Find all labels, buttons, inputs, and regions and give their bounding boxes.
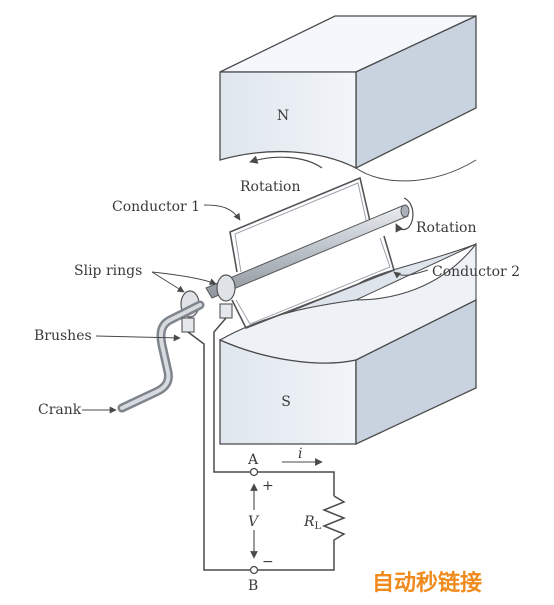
slip-rings-label: Slip rings bbox=[74, 263, 142, 279]
north-magnet-front-face bbox=[219, 71, 357, 170]
rotor-shaft bbox=[180, 204, 410, 318]
load-resistor-r: R bbox=[303, 514, 315, 530]
terminal-a-label: A bbox=[247, 452, 259, 468]
rotation-top-arrow bbox=[249, 155, 323, 169]
leader-lines bbox=[82, 204, 429, 414]
south-pole-label: S bbox=[281, 394, 291, 410]
voltage-label: V bbox=[248, 514, 260, 530]
crank-arm-highlight bbox=[120, 303, 202, 410]
leader-slip-ring-1 bbox=[151, 271, 185, 293]
rotation-top-label: Rotation bbox=[240, 179, 301, 195]
conductor-1-wire-inner bbox=[234, 182, 369, 273]
slip-ring-1 bbox=[216, 274, 236, 302]
north-pole-curve bbox=[355, 159, 477, 182]
plus-sign: + bbox=[262, 478, 274, 494]
conductor-1-label: Conductor 1 bbox=[112, 199, 200, 215]
conductor-2-wire bbox=[231, 235, 395, 330]
external-circuit bbox=[187, 317, 347, 571]
armature-coil bbox=[229, 176, 395, 330]
crank bbox=[117, 300, 205, 413]
leader-conductor-2 bbox=[393, 269, 429, 279]
conductor-2-wire-inner bbox=[235, 237, 391, 325]
north-pole-label: N bbox=[277, 108, 289, 124]
brushes-label: Brushes bbox=[34, 328, 92, 344]
conductor-1-wire bbox=[229, 176, 373, 273]
terminal-b-label: B bbox=[248, 578, 258, 594]
load-resistor-label: RL bbox=[303, 514, 322, 532]
shaft-end bbox=[400, 204, 410, 218]
shaft-body bbox=[205, 205, 409, 299]
conductor-2-label: Conductor 2 bbox=[432, 264, 520, 280]
crank-label: Crank bbox=[38, 402, 82, 418]
load-resistor bbox=[254, 495, 347, 571]
terminal-a-node bbox=[249, 467, 259, 477]
leader-brushes bbox=[95, 334, 181, 342]
south-magnet-side-face bbox=[355, 298, 477, 446]
minus-sign: − bbox=[262, 554, 274, 570]
current-label: i bbox=[298, 446, 302, 462]
wire-b bbox=[187, 331, 254, 571]
brush-2 bbox=[219, 303, 233, 319]
load-resistor-subscript: L bbox=[315, 521, 322, 532]
south-magnet: S bbox=[218, 242, 477, 446]
leader-conductor-1 bbox=[203, 204, 241, 221]
terminal-b-node bbox=[249, 565, 259, 575]
north-magnet: N bbox=[219, 14, 477, 182]
leader-slip-ring-2 bbox=[151, 271, 217, 285]
wire-a bbox=[213, 317, 254, 473]
wire-top-load bbox=[254, 471, 335, 496]
watermark: 自动秒链接 bbox=[372, 570, 482, 596]
rotation-right-arrow bbox=[395, 197, 414, 233]
rotation-right-label: Rotation bbox=[416, 220, 477, 236]
brush-1 bbox=[181, 317, 195, 333]
